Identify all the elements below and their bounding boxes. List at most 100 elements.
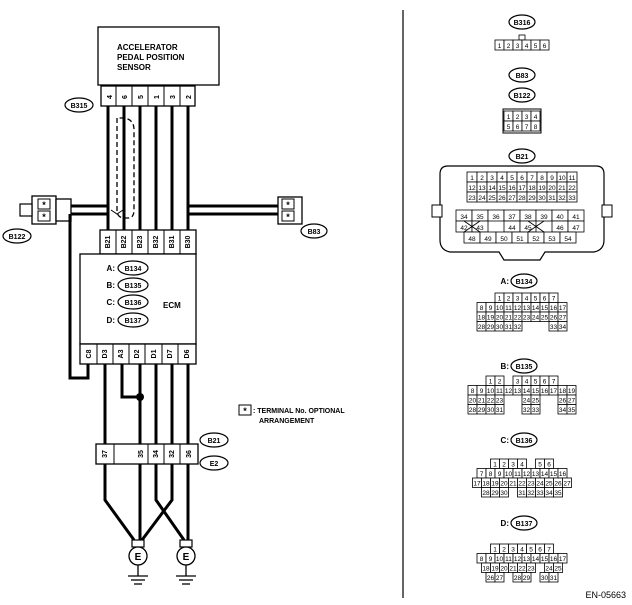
connector-code-ellipse <box>199 432 229 448</box>
sensor-pin: 4 <box>107 95 114 99</box>
b316-pin: 2 <box>507 43 511 50</box>
connector-code-ellipse <box>117 294 149 310</box>
b136-pin: 12 <box>523 471 531 478</box>
connector-code-ellipse <box>199 455 229 471</box>
b137-pin: 2 <box>502 546 506 553</box>
b316-pin: 3 <box>516 43 520 50</box>
b136-pin: 7 <box>480 471 484 478</box>
connector-code-ellipse <box>510 432 538 448</box>
b134-pin: 16 <box>550 305 558 312</box>
b137-pin: 24 <box>545 565 553 572</box>
b21-lower-pin: 50 <box>500 236 508 243</box>
b122-pin: 3 <box>525 114 529 121</box>
legend-text-1: : TERMINAL No. OPTIONAL <box>253 408 345 415</box>
b135-pin: 22 <box>487 397 495 404</box>
ground-symbol-right <box>176 539 196 585</box>
b135-pin: 31 <box>496 407 504 414</box>
b134-pin: 10 <box>496 305 504 312</box>
b135-pin: 30 <box>487 407 495 414</box>
sensor-box <box>97 26 220 86</box>
ecm-top-pin: B23 <box>137 235 144 248</box>
b135-pin: 15 <box>532 388 540 395</box>
b134-pin: 5 <box>534 295 538 302</box>
b137-pin: 9 <box>489 556 493 563</box>
b122-pin: 7 <box>525 124 529 131</box>
b135-pin: 24 <box>523 397 531 404</box>
b21-lower-cell <box>559 231 577 244</box>
connector-code-ellipse <box>508 14 536 30</box>
b135-pin: 23 <box>496 397 504 404</box>
b136-pin: 24 <box>536 480 544 487</box>
b136-cell <box>553 487 563 498</box>
optional-terminal-mark <box>281 198 295 210</box>
b316-pin: 1 <box>498 43 502 50</box>
b135-pin: 13 <box>514 388 522 395</box>
b21-upper-pin: 23 <box>468 195 476 202</box>
b134-pin: 12 <box>514 305 522 312</box>
connector-code-ellipse <box>508 87 536 103</box>
b21-upper-pin: 22 <box>568 185 576 192</box>
b134-pin: 6 <box>543 295 547 302</box>
b134-pin: 8 <box>480 305 484 312</box>
b136-cell <box>562 477 572 488</box>
b136-pin: 14 <box>541 471 549 478</box>
b21-upper-pin: 27 <box>508 195 516 202</box>
b21-lower-pin: 47 <box>572 225 580 232</box>
b122-pin: 1 <box>507 114 511 121</box>
b21-latch-right <box>601 204 613 218</box>
sensor-pin-dividers <box>115 86 181 106</box>
ground-label: E <box>135 552 142 563</box>
sensor-wires <box>106 106 190 230</box>
b135-pin: 10 <box>487 388 495 395</box>
face-letter: C: <box>501 436 509 445</box>
b137-pin: 12 <box>514 556 522 563</box>
b122-cell <box>530 120 541 132</box>
b134-pin: 1 <box>498 295 502 302</box>
connector-code-ellipse <box>510 273 538 289</box>
b21-upper-pin: 18 <box>528 185 536 192</box>
b136-pin: 25 <box>545 480 553 487</box>
b137-pin: 31 <box>550 575 558 582</box>
b21-upper-pin: 1 <box>470 175 474 182</box>
b137-pin: 19 <box>491 565 499 572</box>
b21-upper-pin: 3 <box>490 175 494 182</box>
b136-pin: 28 <box>482 490 490 497</box>
b135-pin: 35 <box>568 407 576 414</box>
sensor-pin: 1 <box>154 95 161 99</box>
shield-loop <box>116 117 135 219</box>
b137-cell <box>548 572 559 583</box>
b136-pin: 34 <box>545 490 553 497</box>
b136-pin: 6 <box>547 461 551 468</box>
star-mark: * <box>42 200 46 210</box>
ecm-connector-letter: A: <box>107 264 115 273</box>
b135-pin: 8 <box>471 388 475 395</box>
sensor-label-2: PEDAL POSITION <box>117 53 185 62</box>
star-mark: * <box>286 212 290 222</box>
b21-lower-pin: 39 <box>540 214 548 221</box>
b136-pin: 19 <box>491 480 499 487</box>
b21-upper-pin: 4 <box>500 175 504 182</box>
b134-pin: 27 <box>559 314 567 321</box>
connector-code-ellipse <box>2 228 32 244</box>
b135-pin: 25 <box>532 397 540 404</box>
ecm-top-pin-dividers <box>115 230 181 254</box>
b136-pin: 30 <box>500 490 508 497</box>
b134-pin: 34 <box>559 324 567 331</box>
b134-pin: 7 <box>552 295 556 302</box>
b21-lower-pin: 48 <box>468 236 476 243</box>
b136-pin: 23 <box>527 480 535 487</box>
connector-code-ellipse <box>117 277 149 293</box>
joint-pin: 35 <box>138 450 145 458</box>
figure-code: EN-05663 <box>585 590 626 600</box>
b135-pin: 29 <box>478 407 486 414</box>
joint-pin: 37 <box>102 450 109 458</box>
b137-pin: 23 <box>527 565 535 572</box>
b134-pin: 26 <box>550 314 558 321</box>
joint-pin-dividers <box>113 444 181 464</box>
ecm-bottom-connector <box>79 343 197 365</box>
optional-terminal-mark <box>37 198 51 210</box>
connector-code-ellipse <box>510 515 538 531</box>
b21-upper-pin: 28 <box>518 195 526 202</box>
splice-point <box>136 393 144 401</box>
ecm-top-pin: B21 <box>105 235 112 248</box>
